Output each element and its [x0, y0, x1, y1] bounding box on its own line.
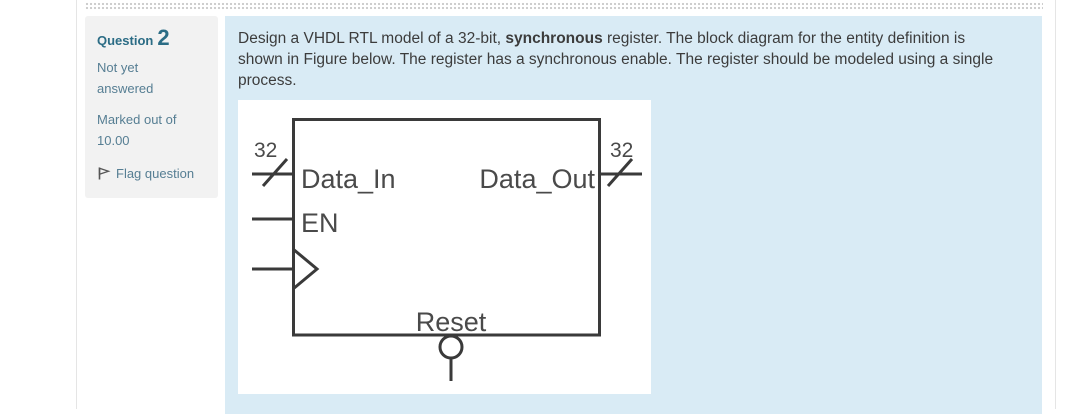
data-out-bus-width: 32 — [610, 139, 633, 162]
register-block-diagram-figure: 32 Data_In 32 Data_Out EN Reset — [238, 100, 651, 394]
register-box — [292, 118, 601, 337]
flag-question-link[interactable]: Flag question — [97, 163, 206, 184]
flag-question-label: Flag question — [116, 166, 195, 181]
question-label: Question — [97, 33, 154, 48]
question-status: Not yet answered — [97, 60, 154, 96]
question-number: 2 — [157, 25, 170, 50]
edge-trigger-triangle-icon — [292, 247, 320, 291]
reset-label: Reset — [416, 307, 487, 337]
question-text: Design a VHDL RTL model of a 32-bit, syn… — [238, 28, 1013, 91]
question-text-part2: register. The block diagram for the enti… — [238, 30, 994, 89]
question-text-bold: synchronous — [505, 30, 603, 47]
question-content: Design a VHDL RTL model of a 32-bit, syn… — [225, 16, 1042, 414]
data-in-label: Data_In — [301, 164, 396, 194]
data-out-label: Data_Out — [479, 164, 595, 194]
register-diagram-svg: 32 Data_In 32 Data_Out EN Reset — [252, 118, 642, 381]
data-in-bus-slash-icon — [261, 158, 289, 187]
question-top-divider — [85, 2, 1043, 10]
active-low-bubble-icon — [438, 334, 464, 360]
question-grade: Marked out of 10.00 — [97, 112, 177, 148]
data-in-bus-width: 32 — [254, 139, 277, 162]
flag-icon — [98, 167, 111, 180]
enable-label: EN — [301, 208, 339, 238]
data-out-bus-slash-icon — [606, 158, 634, 187]
question-text-part1: Design a VHDL RTL model of a 32-bit, — [238, 30, 506, 47]
